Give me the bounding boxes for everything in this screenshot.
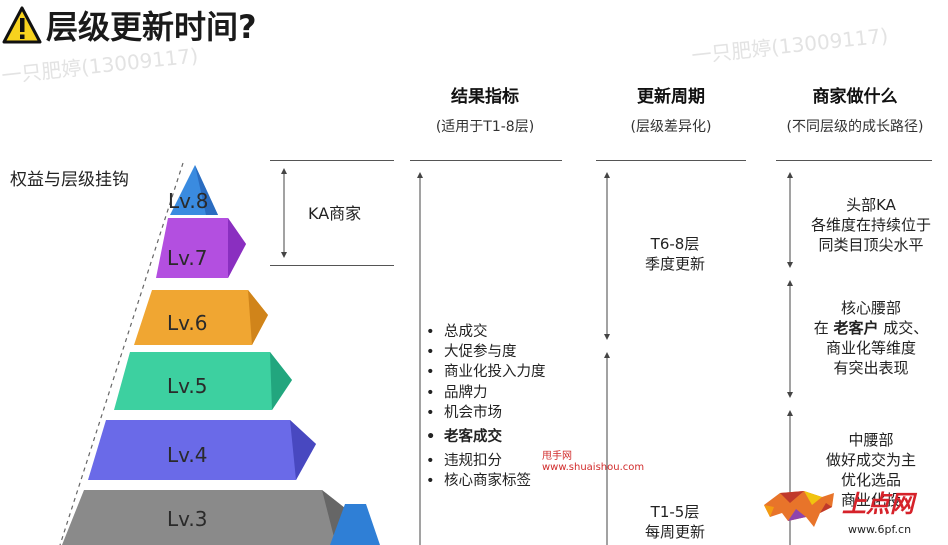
page-title: 层级更新时间?: [46, 8, 257, 46]
top-ka-line2: 各维度在持续位于: [810, 216, 931, 234]
core-line2: 在 老客户 成交、: [800, 318, 942, 338]
core-line2-suffix: 成交、: [878, 319, 929, 337]
core-line1: 核心腰部: [840, 299, 901, 317]
benefit-label: 权益与层级挂钩: [10, 170, 129, 190]
corner-logo-url: www.6pf.cn: [848, 523, 912, 536]
top-ka-line3: 同类目顶尖水平: [818, 236, 924, 254]
action-column-header: 商家做什么: [812, 87, 898, 107]
core-line4: 有突出表现: [833, 359, 909, 377]
core-line2-bold: 老客户: [833, 319, 879, 337]
mid-line3: 优化选品: [840, 471, 901, 489]
mid-line4: 商业化投: [840, 491, 901, 509]
metrics-list: 总成交 大促参与度 商业化投入力度 品牌力 机会市场 老客成交 违规扣分 核心商…: [424, 322, 546, 492]
ka-range-arrow: [281, 168, 287, 258]
list-item: 品牌力: [424, 383, 546, 403]
list-item: 商业化投入力度: [424, 362, 546, 382]
warning-triangle-icon: [2, 6, 42, 44]
mid-line1: 中腰部: [848, 431, 894, 449]
list-item: 大促参与度: [424, 342, 546, 362]
top-ka-line1: 头部KA: [846, 196, 896, 214]
mid-line2: 做好成交为主: [825, 451, 916, 469]
site-watermark-url: www.shuaishou.com: [542, 462, 645, 473]
t68-range-arrow: [604, 172, 610, 340]
results-range-arrow: [417, 172, 423, 545]
level-label-6: Lv.6: [167, 311, 208, 335]
pyramid-lv4: [88, 420, 316, 480]
list-item: 核心商家标签: [424, 471, 546, 491]
level-label-4: Lv.4: [167, 443, 208, 467]
level-label-3: Lv.3: [167, 507, 208, 531]
level-label-7: Lv.7: [167, 246, 208, 270]
t15-cycle-line1: T1-5层: [650, 503, 700, 521]
list-item: 违规扣分: [424, 451, 546, 471]
results-header-rule: [410, 160, 562, 161]
action-header-rule: [776, 160, 932, 161]
cycle-header-rule: [596, 160, 746, 161]
pyramid-lv6: [134, 290, 268, 345]
list-item: 总成交: [424, 322, 546, 342]
t15-range-arrow: [604, 352, 610, 545]
t15-cycle-line2: 每周更新: [644, 523, 705, 541]
results-column-subheader: (适用于T1-8层): [435, 119, 535, 135]
results-column-header: 结果指标: [451, 87, 519, 107]
corner-logo-text: 上点网: [842, 490, 914, 518]
level-label-8: Lv.8: [168, 189, 209, 213]
cycle-column-subheader: (层级差异化): [630, 119, 712, 135]
core-line2-prefix: 在: [813, 319, 834, 337]
list-item: 老客成交: [424, 427, 546, 447]
t68-cycle-line1: T6-8层: [650, 235, 700, 253]
pyramid-lv2: [330, 504, 380, 545]
action-column-subheader: (不同层级的成长路径): [786, 119, 924, 135]
ka-divider-bottom: [270, 265, 394, 266]
mid-range-arrow: [787, 410, 793, 545]
ka-divider-top: [270, 160, 394, 161]
level-label-5: Lv.5: [167, 374, 208, 398]
site-watermark-name: 甩手网: [542, 451, 572, 462]
cycle-column-header: 更新周期: [637, 87, 705, 107]
core-range-arrow: [787, 280, 793, 398]
core-line3: 商业化等维度: [825, 339, 916, 357]
pyramid-lv5: [114, 352, 292, 410]
t68-cycle-line2: 季度更新: [644, 255, 705, 273]
ka-merchant-label: KA商家: [308, 204, 362, 223]
list-item: 机会市场: [424, 403, 546, 423]
pyramid-lv3: [62, 490, 350, 545]
tiger-logo-icon: [764, 491, 834, 527]
pyramid-lv7: [156, 218, 246, 278]
top-ka-range-arrow: [787, 172, 793, 268]
